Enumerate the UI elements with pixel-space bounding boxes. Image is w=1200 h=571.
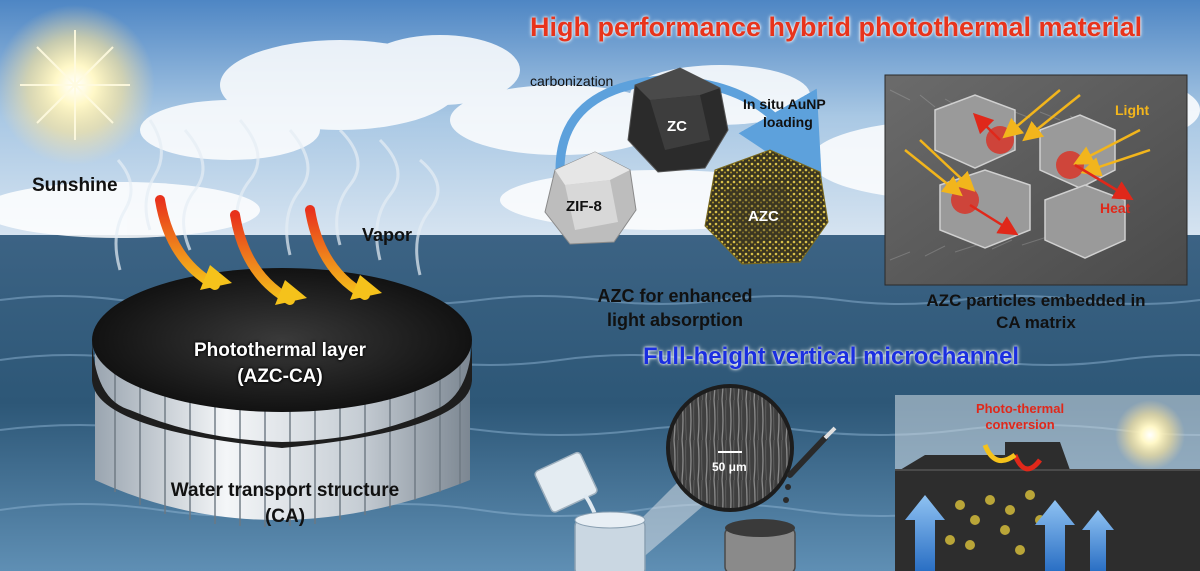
upward-water-arrows: [905, 495, 1114, 571]
sun-rays: [20, 30, 130, 140]
photothermal-yellow-arrow: [982, 443, 1017, 464]
azc-caption-line1: AZC for enhanced: [597, 286, 753, 306]
zc-label: ZC: [667, 118, 687, 135]
heat-label: Heat: [1100, 200, 1131, 216]
sunshine-label: Sunshine: [32, 175, 118, 196]
conversion-line1: Photo-thermal: [975, 401, 1065, 416]
loading-label: In situ AuNP loading: [743, 95, 826, 131]
aerogel-cylinder: [92, 268, 472, 527]
conversion-label: Photo-thermal conversion: [965, 401, 1075, 433]
sub-title: Full-height vertical microchannel: [643, 343, 1020, 370]
photothermal-top-layer: [92, 268, 472, 412]
zif8-label: ZIF-8: [566, 198, 602, 215]
vapor-wisps: [114, 119, 440, 276]
sem-panel: [884, 74, 1188, 286]
conversion-panel: [895, 395, 1200, 571]
zc-polyhedron: [627, 67, 729, 173]
fabrication-steps: [534, 426, 837, 571]
water-transport-code: (CA): [264, 506, 306, 527]
photothermal-layer-text: Photothermal layer: [193, 340, 367, 361]
loading-line1: In situ AuNP: [743, 96, 826, 112]
light-label: Light: [1115, 102, 1150, 118]
photothermal-layer-code: (AZC-CA): [237, 366, 323, 387]
heat-arrows: [969, 112, 1134, 236]
sun-icon-small: [1115, 400, 1185, 470]
scale-bar-label: 50 μm: [712, 460, 747, 474]
photothermal-red-arrow: [1012, 453, 1042, 472]
sem-caption-line1: AZC particles embedded in: [926, 291, 1146, 310]
carbonization-label: carbonization: [530, 73, 614, 89]
dish-aerogel: [725, 519, 795, 537]
main-title: High performance hybrid photothermal mat…: [530, 12, 1143, 42]
azc-caption-line2: light absorption: [607, 310, 743, 330]
azc-polyhedron: [704, 149, 829, 265]
light-arrows: [904, 89, 1151, 197]
sem-caption: AZC particles embedded in CA matrix: [885, 290, 1187, 334]
photothermal-layer-label: Photothermal layer (AZC-CA): [180, 340, 380, 388]
water-transport-text: Water transport structure: [170, 480, 400, 501]
sunshine-arrows: [155, 195, 382, 305]
zif8-polyhedron: [544, 151, 637, 245]
pouring-beaker: [534, 451, 598, 513]
azc-caption: AZC for enhanced light absorption: [575, 284, 775, 332]
water-transport-label: Water transport structure (CA): [140, 480, 430, 528]
sem-caption-line2: CA matrix: [996, 313, 1076, 332]
loading-line2: loading: [763, 114, 813, 130]
dropper: [787, 435, 828, 478]
vapor-label: Vapor: [362, 225, 413, 245]
conversion-line2: conversion: [985, 417, 1055, 432]
azc-label: AZC: [748, 208, 779, 225]
